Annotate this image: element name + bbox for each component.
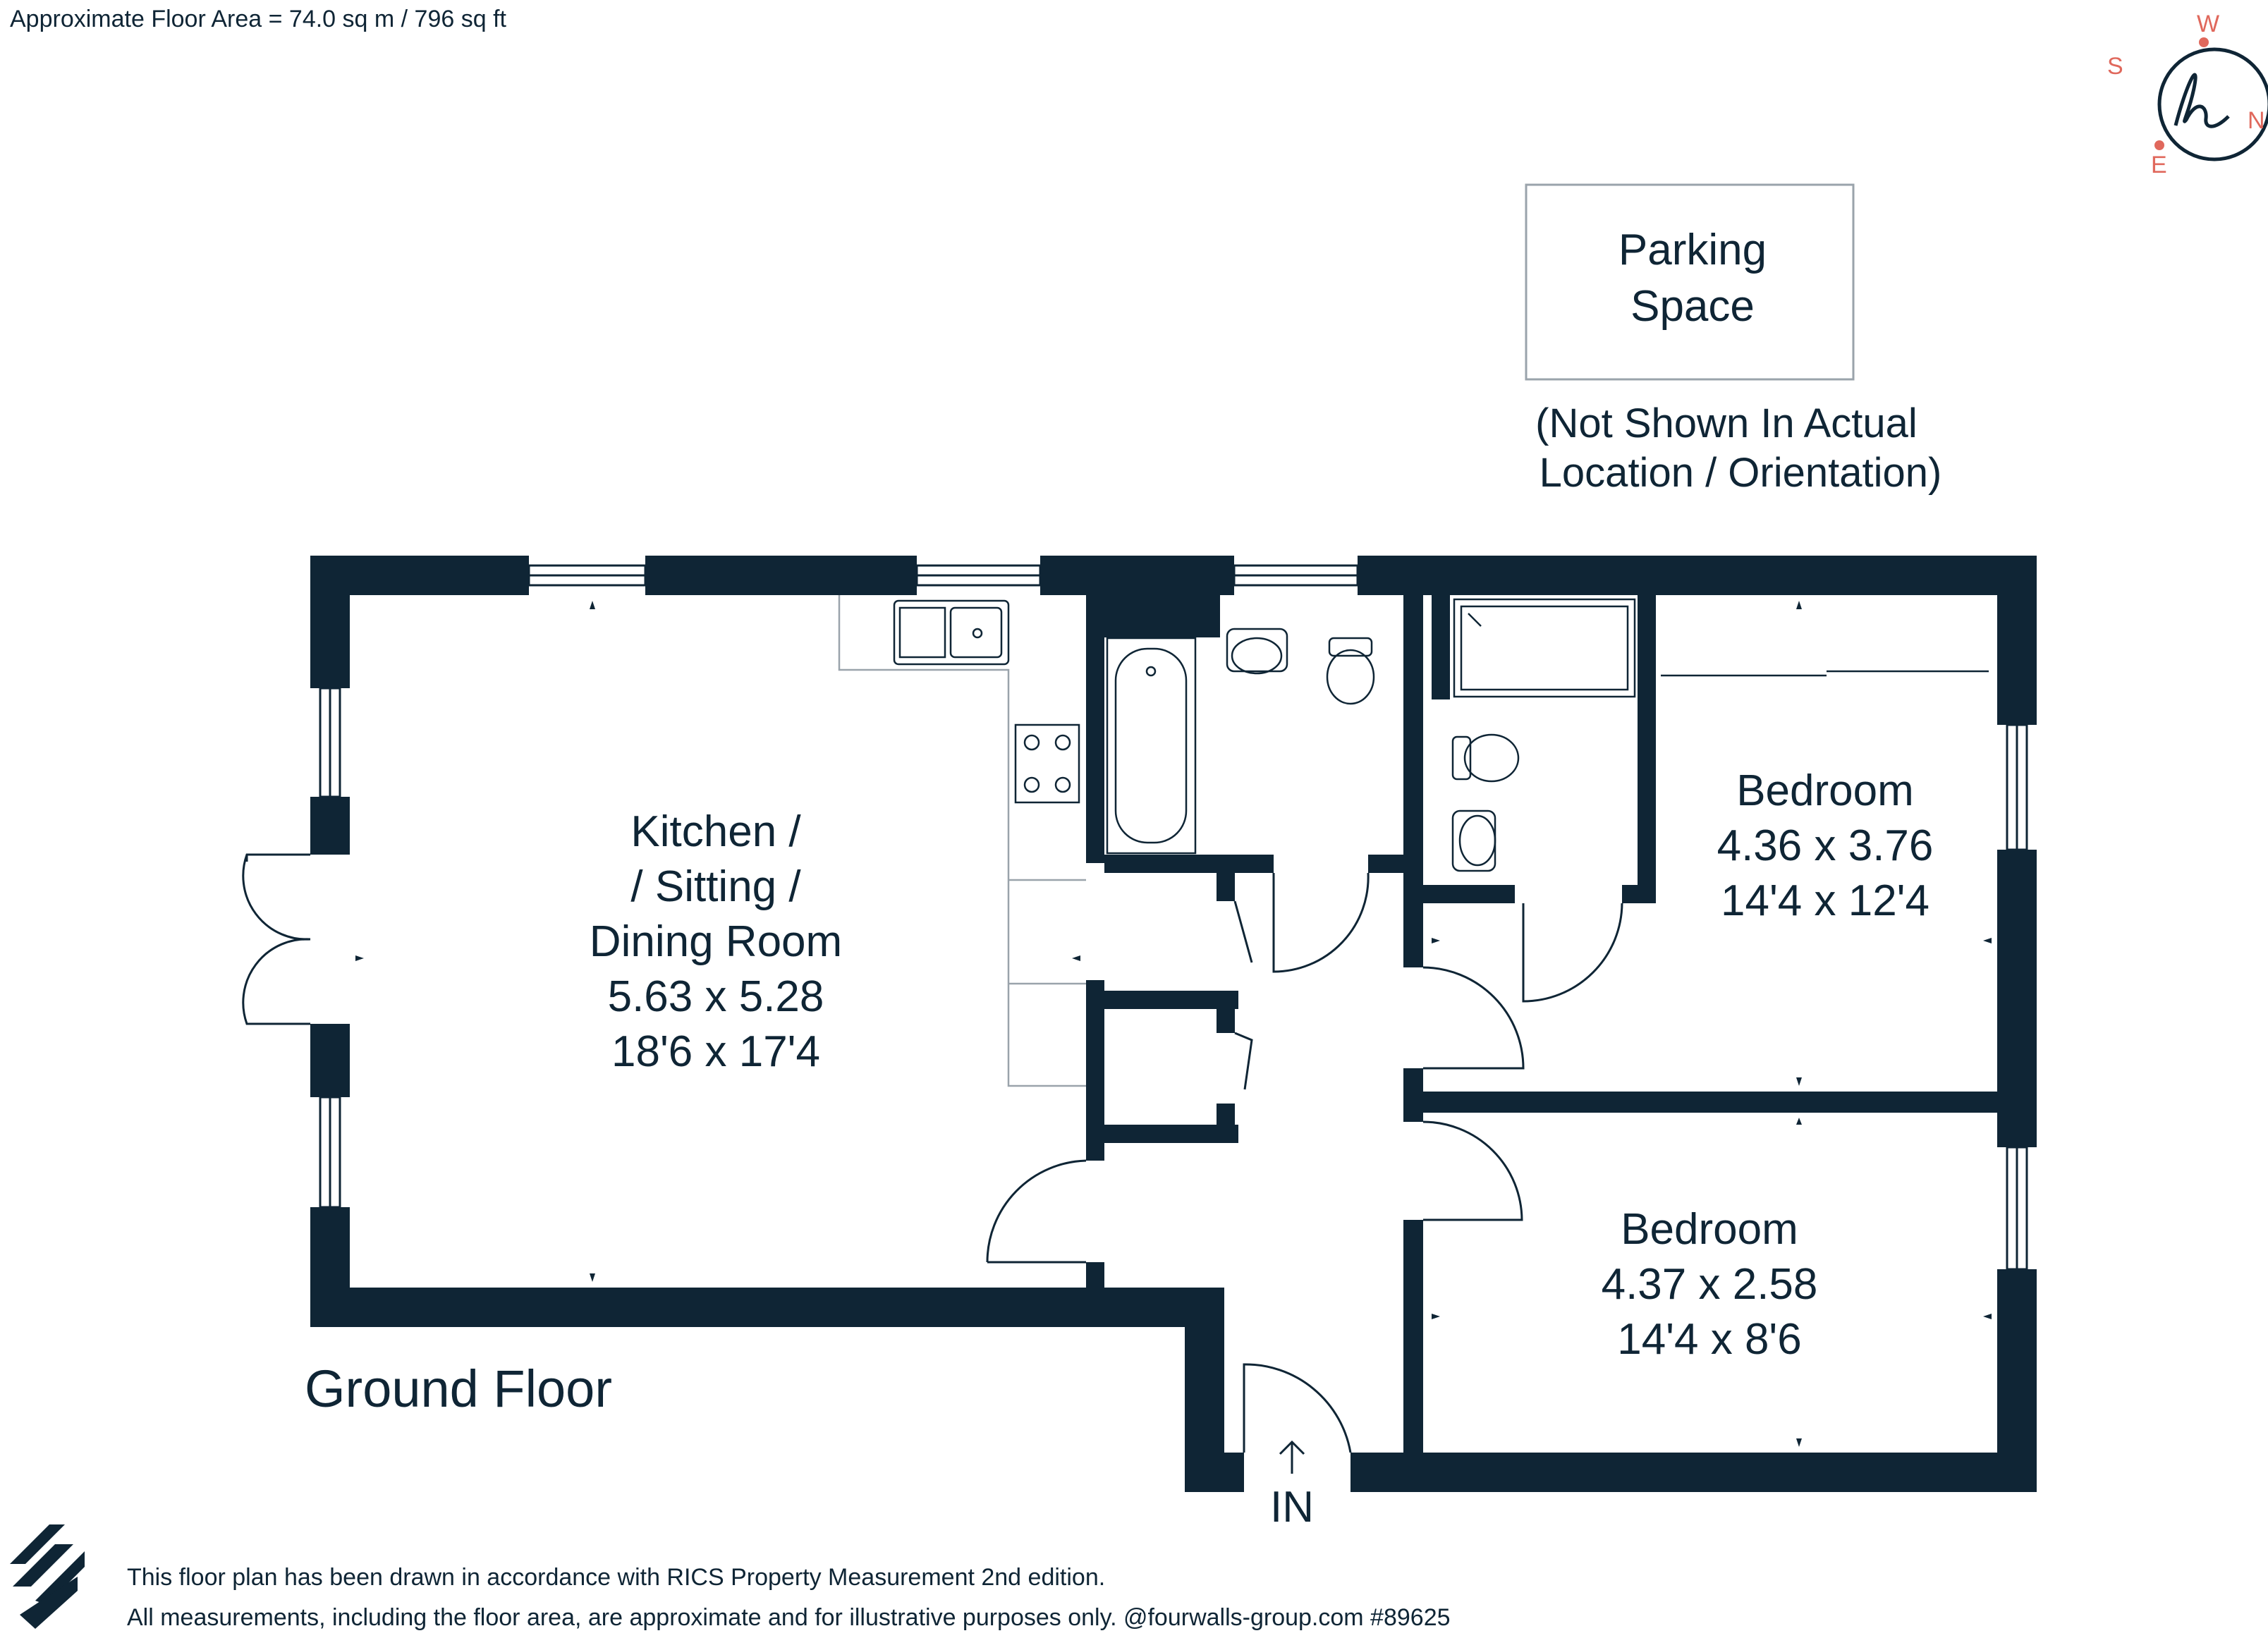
bedroom2-name: Bedroom xyxy=(1621,1205,1798,1254)
kitchen-metric: 5.63 x 5.28 xyxy=(608,972,824,1021)
kitchen-label-line3: Dining Room xyxy=(590,917,842,966)
parking-note-line2: Location / Orientation) xyxy=(1540,450,1942,496)
compass-logo-icon: W S N E xyxy=(2107,11,2268,178)
floor-label: Ground Floor xyxy=(305,1359,612,1418)
footer-line2: All measurements, including the floor ar… xyxy=(127,1604,1451,1631)
fixtures xyxy=(838,595,1989,1087)
parking-box xyxy=(1525,183,1855,381)
windows xyxy=(319,564,2028,1271)
bedroom1-imperial: 14'4 x 12'4 xyxy=(1721,876,1929,925)
parking-label-line2: Space xyxy=(1630,282,1755,331)
entrance-label: IN xyxy=(1270,1483,1314,1532)
compass-north: N xyxy=(2248,107,2265,134)
kitchen-imperial: 18'6 x 17'4 xyxy=(611,1027,820,1076)
bedroom1-metric: 4.36 x 3.76 xyxy=(1717,821,1934,870)
kitchen-label-line1: Kitchen / xyxy=(630,807,801,856)
compass-west: W xyxy=(2197,11,2219,37)
footer-line1: This floor plan has been drawn in accord… xyxy=(127,1564,1105,1591)
entrance-arrow-icon xyxy=(1279,1440,1305,1474)
parking-note-line1: (Not Shown In Actual xyxy=(1535,401,1918,446)
kitchen-label-line2: / Sitting / xyxy=(630,862,801,911)
dimension-markers xyxy=(355,601,1992,1447)
bedroom1-name: Bedroom xyxy=(1736,766,1914,815)
bedroom2-imperial: 14'4 x 8'6 xyxy=(1617,1315,1802,1364)
compass-south: S xyxy=(2107,53,2123,80)
compass-east: E xyxy=(2151,152,2167,178)
fourwalls-logo-icon xyxy=(10,1524,85,1629)
parking-label-line1: Parking xyxy=(1618,226,1767,274)
doors xyxy=(242,853,1623,1453)
walls xyxy=(310,556,2037,1492)
floor-area-text: Approximate Floor Area = 74.0 sq m / 796… xyxy=(10,6,507,32)
bedroom2-metric: 4.37 x 2.58 xyxy=(1602,1260,1818,1309)
